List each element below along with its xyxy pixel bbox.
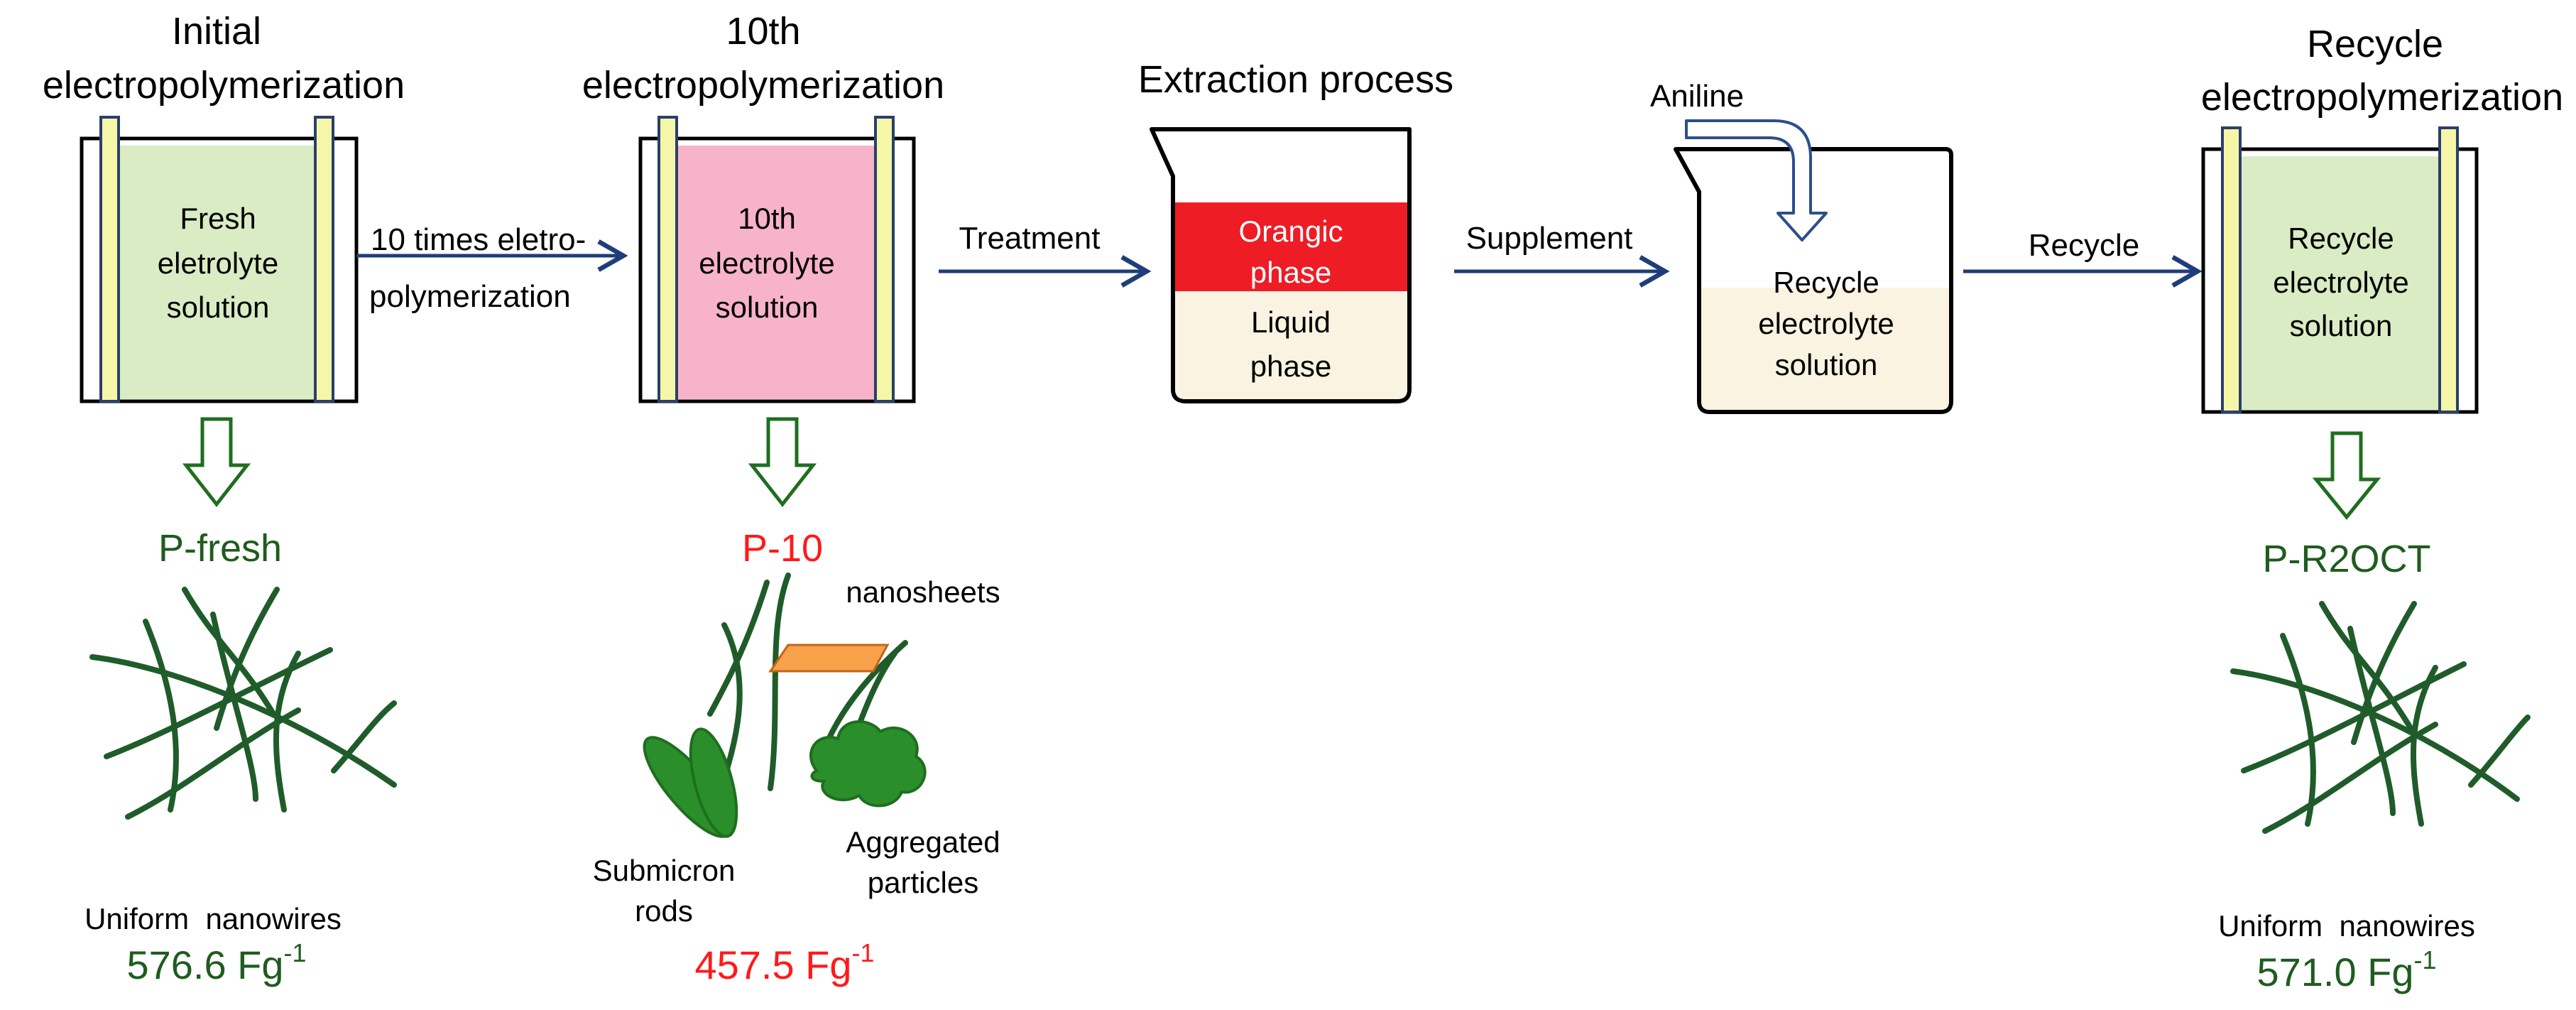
- electro-arrow-label-2: polymerization: [369, 279, 571, 314]
- recycle-morphology: Uniform nanowires: [2218, 909, 2475, 943]
- tenth-capacitance: 457.5 Fg-1: [694, 938, 874, 987]
- stage-extraction: Extraction process Orangic phase Liquid …: [1138, 58, 1453, 403]
- recycle-solution-label-3: solution: [1775, 348, 1878, 381]
- recycle-cell-solution: [2234, 156, 2446, 410]
- recycle-electrode-left: [2221, 126, 2242, 413]
- initial-heading-line1: Initial: [172, 10, 261, 53]
- tenth-cell-label-2: electrolyte: [699, 246, 834, 280]
- recycle-cell-label-3: solution: [2290, 309, 2393, 342]
- initial-nanowires-icon: [89, 587, 397, 820]
- aggregated-particles-icon: [809, 720, 927, 808]
- recycle-capacitance: 571.0 Fg-1: [2256, 945, 2436, 994]
- tenth-capacitance-unit: Fg: [805, 943, 851, 987]
- initial-capacitance-value: 576.6: [126, 943, 226, 987]
- tenth-electrode-right: [874, 116, 895, 403]
- recycle-down-arrow-icon: [2312, 431, 2381, 520]
- organic-phase-layer: [1175, 202, 1407, 291]
- stage-initial: Initial electropolymerization Fresh elet…: [43, 10, 405, 987]
- recycle-capacitance-value: 571.0: [2256, 950, 2356, 994]
- extraction-heading: Extraction process: [1138, 58, 1453, 101]
- recycle-solution-layer: [1701, 288, 1949, 410]
- recycle-cell-label-1: Recycle: [2288, 222, 2394, 255]
- initial-capacitance: 576.6 Fg-1: [126, 938, 306, 987]
- initial-down-arrow-icon: [182, 417, 251, 508]
- recycle-capacitance-unit: Fg: [2367, 950, 2413, 994]
- arrow-recycle: Recycle: [1963, 228, 2203, 288]
- rods-label-1: Submicron: [593, 854, 736, 887]
- initial-cell-label-2: eletrolyte: [158, 246, 278, 280]
- organic-phase-label-2: phase: [1250, 256, 1331, 289]
- arrow-electropolymerization: 10 times eletro- polymerization: [356, 222, 628, 314]
- arrow-supplement: Supplement: [1454, 221, 1670, 288]
- recycle-heading-line1: Recycle: [2307, 23, 2443, 65]
- tenth-cell-label-1: 10th: [738, 202, 796, 235]
- initial-cell-solution: [112, 146, 327, 399]
- tenth-cell-solution: [671, 146, 883, 399]
- initial-capacitance-unit: Fg: [237, 943, 283, 987]
- tenth-electrode-left: [657, 116, 678, 403]
- recycle-arrow-label: Recycle: [2029, 228, 2140, 263]
- stage-recycle: Recycle electropolymerization Recycle el…: [2201, 23, 2563, 994]
- tenth-heading-line2: electropolymerization: [582, 64, 944, 107]
- aniline-label: Aniline: [1650, 79, 1744, 114]
- rod-2-icon: [689, 727, 738, 838]
- particles-label-1: Aggregated: [846, 825, 1000, 859]
- initial-electrode-right: [314, 116, 334, 403]
- recycle-nanowires-icon: [2230, 601, 2531, 834]
- electro-arrow-label-1: 10 times eletro-: [371, 222, 586, 257]
- initial-cell: Fresh eletrolyte solution: [80, 116, 359, 403]
- recycle-solution-label-1: Recycle: [1773, 266, 1879, 299]
- tenth-cell: 10th electrolyte solution: [638, 116, 916, 403]
- initial-morphology: Uniform nanowires: [84, 902, 342, 935]
- nanosheets-label: nanosheets: [846, 575, 1000, 609]
- tenth-capacitance-exponent: -1: [852, 938, 875, 967]
- liquid-phase-layer: [1175, 291, 1407, 399]
- tenth-heading-line1: 10th: [726, 10, 800, 53]
- recycle-solution-label-2: electrolyte: [1758, 307, 1894, 340]
- particles-label-2: particles: [868, 866, 978, 899]
- liquid-phase-label-1: Liquid: [1251, 305, 1331, 339]
- initial-heading-line2: electropolymerization: [43, 64, 405, 107]
- treatment-arrow-label: Treatment: [959, 221, 1101, 256]
- initial-sample-name: P-fresh: [158, 527, 282, 570]
- recycle-cell-label-2: electrolyte: [2273, 266, 2408, 299]
- liquid-phase-label-2: phase: [1250, 349, 1331, 383]
- stage-tenth: 10th electropolymerization 10th electrol…: [582, 10, 1000, 987]
- recycle-sample-name: P-R2OCT: [2262, 538, 2430, 580]
- tenth-down-arrow-icon: [748, 417, 817, 508]
- organic-phase-label-1: Orangic: [1238, 215, 1343, 248]
- recycle-electrode-right: [2438, 126, 2459, 413]
- nanosheet-icon: [768, 644, 890, 673]
- tenth-cell-label-3: solution: [716, 290, 819, 324]
- initial-cell-label-1: Fresh: [180, 202, 256, 235]
- aniline-inlet-arrow-icon: [1685, 119, 1828, 241]
- recycle-capacitance-exponent: -1: [2414, 945, 2437, 974]
- stage-supplement: Aniline Recycle electrolyte solution: [1650, 79, 1953, 414]
- tenth-capacitance-value: 457.5: [694, 943, 794, 987]
- submicron-rods-icon: [643, 727, 738, 838]
- arrow-treatment: Treatment: [939, 221, 1152, 288]
- recycle-heading-line2: electropolymerization: [2201, 76, 2563, 119]
- recycle-cell: Recycle electrolyte solution: [2201, 126, 2479, 414]
- supplement-arrow-label: Supplement: [1466, 221, 1633, 256]
- initial-cell-label-3: solution: [167, 290, 270, 324]
- initial-electrode-left: [99, 116, 120, 403]
- tenth-sample-name: P-10: [742, 527, 823, 570]
- initial-capacitance-exponent: -1: [284, 938, 307, 967]
- rods-label-2: rods: [635, 894, 693, 928]
